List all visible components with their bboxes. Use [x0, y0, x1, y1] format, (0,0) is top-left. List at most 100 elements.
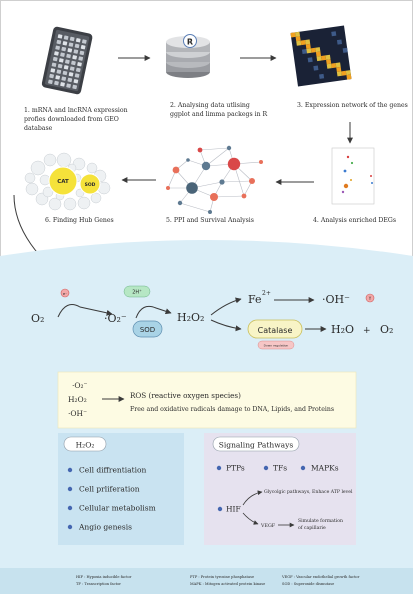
superoxide: ·O₂⁻: [104, 312, 127, 325]
sod-enzyme-pill: [132, 320, 163, 338]
chip-well: [74, 73, 80, 78]
h2o2-effects-panel: H₂O₂ Cell diffrentiation Cell prliferati…: [58, 433, 184, 545]
chip-well: [80, 45, 86, 50]
heatmap-cell: [315, 47, 321, 53]
chip-well: [63, 35, 69, 40]
gene-bubble: [90, 192, 102, 204]
ppi-network-icon: [166, 145, 263, 214]
step2-caption-line2: ggplot and limma packegs in R: [170, 111, 268, 118]
heatmap-cell: [336, 66, 342, 72]
heatmap-cell: [342, 47, 348, 53]
reaction-scheme: O₂ e⁻ ·O₂⁻ 2H⁺ SOD H₂O₂ Fe 2+ ·OH⁻ Y Cat…: [31, 285, 393, 350]
oxygen-product: O₂: [380, 323, 393, 336]
h2o2-panel-title-pill: [63, 436, 107, 452]
chip-well: [75, 67, 81, 73]
h2o2-item-3: Angio genesis: [78, 523, 132, 532]
chip-well: [51, 62, 57, 67]
h2o2-panel-title: H₂O₂: [76, 441, 95, 450]
svg-text:R: R: [187, 38, 193, 47]
heatmap-cell: [294, 31, 301, 37]
signaling-pathways-panel: Signaling Pathways PTPs TFs MAPKs HIF Gl…: [204, 433, 356, 545]
step2-caption-line1: 2. Analysing data utlising: [170, 102, 250, 109]
signaling-hif: HIF: [226, 505, 241, 514]
heatmap-cell: [346, 74, 352, 80]
bullet-dot: [217, 506, 223, 512]
chip-well: [56, 69, 62, 74]
reactant-o2: O₂: [31, 312, 44, 325]
chip-well: [63, 65, 69, 70]
gene-bubble: [77, 196, 91, 210]
gene-bubble: [56, 152, 72, 168]
svg-text:CAT: CAT: [57, 179, 69, 185]
chip-well: [60, 52, 65, 57]
expression-heatmap-icon: [290, 25, 352, 87]
fe-charge: 2+: [262, 290, 271, 297]
chip-well: [60, 82, 65, 87]
network-node: [166, 186, 170, 190]
signaling-ptps: PTPs: [226, 464, 245, 473]
heatmap-cell: [296, 40, 302, 46]
heatmap-cell: [325, 54, 331, 60]
chip-well: [50, 68, 56, 73]
network-node: [201, 161, 211, 171]
twoh-badge: [123, 285, 151, 298]
chip-well: [78, 56, 84, 61]
chip-well: [69, 66, 75, 71]
chip-well: [61, 46, 67, 52]
legend-hif: HIF : Hypoxia inducible factor: [76, 575, 132, 579]
step3-caption: 3. Expression network of the genes: [297, 102, 408, 109]
network-node: [210, 193, 218, 201]
legend-vegf: VEGF : Vascular endothelial growth facto…: [281, 575, 360, 579]
svg-text:e⁻: e⁻: [63, 291, 67, 296]
gene-bubble: [63, 197, 77, 211]
ros-box: ·O₂⁻ H₂O₂ ·OH⁻ ROS (reactive oxygen spec…: [57, 371, 357, 429]
heatmap-cell: [301, 48, 308, 55]
heatmap-cell: [326, 63, 332, 69]
chip-well: [52, 56, 58, 62]
arrow-o2-to-superoxide: [57, 304, 113, 318]
chip-well: [65, 59, 70, 64]
chip-well: [72, 84, 78, 90]
heatmap-cell: [336, 39, 343, 45]
svg-text:SOD: SOD: [140, 326, 155, 334]
hub-gene-bubbles-icon: CAT SOD: [24, 152, 111, 211]
chip-well: [54, 80, 59, 86]
network-node: [219, 179, 225, 185]
catalase-pill: [247, 319, 303, 339]
step1-caption-line1: 1. mRNA and lncRNA expression: [24, 107, 128, 114]
electron-badge: [60, 288, 70, 298]
legend-tf: TF : Transcription factor: [76, 582, 121, 586]
signaling-glyco: Glycolgic pathways, Enhace ATP level: [264, 489, 353, 495]
signaling-title: Signaling Pathways: [219, 441, 294, 450]
signaling-vegf-target-line2: of capillarie: [298, 525, 326, 531]
network-node: [186, 158, 190, 162]
heatmap-cell: [307, 57, 313, 63]
bullet-dot: [67, 524, 73, 530]
heatmap-cell: [290, 32, 296, 38]
chip-well: [66, 83, 71, 88]
heatmap-cell: [345, 70, 351, 76]
arrow-hif-to-glycolysis: [242, 490, 263, 506]
network-node: [227, 157, 241, 171]
chip-well: [69, 36, 75, 42]
svg-text:2H⁺: 2H⁺: [132, 290, 142, 296]
heatmap-cell: [321, 55, 327, 61]
bullet-dot: [216, 465, 222, 471]
bubble-cat: [48, 166, 78, 196]
chip-well: [73, 49, 79, 54]
signaling-tfs: TFs: [273, 464, 287, 473]
chip-well: [49, 73, 54, 79]
bullet-dot: [263, 465, 269, 471]
arrow-hif-to-vegf: [242, 512, 259, 525]
legend-mapk: MAPK : Mitogen activated protein kinase: [190, 582, 265, 586]
step6-caption: 6. Finding Hub Genes: [45, 217, 114, 224]
chip-well: [55, 45, 60, 50]
chip-well: [74, 43, 80, 49]
chip-well: [73, 79, 79, 84]
gene-bubble: [25, 182, 39, 196]
step1-caption-line2: profies downloaded from GEO: [24, 116, 119, 123]
plus-sign: +: [363, 326, 371, 336]
chip-well: [81, 39, 87, 44]
chip-well: [79, 50, 85, 56]
dotplot-point: [343, 169, 347, 173]
